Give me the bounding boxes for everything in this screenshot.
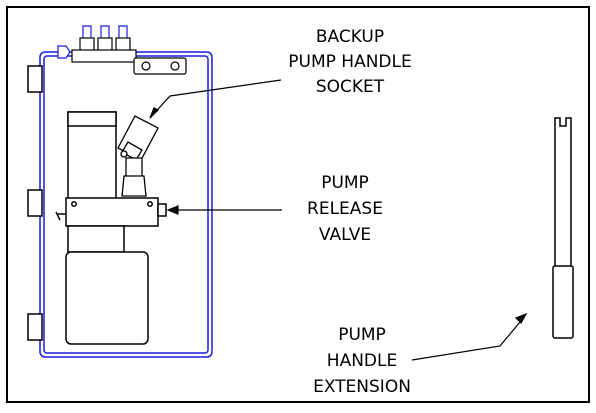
label-backup-socket-line3: SOCKET — [316, 77, 385, 97]
mounting-tabs — [27, 65, 43, 341]
extension-shaft — [554, 117, 572, 269]
label-release-valve-line2: RELEASE — [307, 199, 383, 219]
label-release-valve-line1: PUMP — [321, 173, 369, 193]
label-handle-extension-line1: PUMP — [338, 325, 386, 345]
arrow-release-valve — [166, 205, 179, 215]
reservoir-tank — [65, 225, 149, 345]
mounting-tab-middle — [27, 189, 43, 217]
pump-motor — [67, 111, 117, 203]
label-handle-extension-line3: EXTENSION — [313, 377, 411, 397]
drawing-border — [6, 6, 590, 403]
bracket-screw-left — [141, 61, 151, 71]
arrow-backup-socket — [149, 107, 160, 119]
tank-neck — [67, 225, 125, 253]
motor-cap — [67, 111, 117, 127]
label-backup-socket-line1: BACKUP — [316, 27, 384, 47]
mounting-tab-bottom — [27, 313, 43, 341]
tank-body — [65, 251, 149, 345]
valve-block — [55, 197, 167, 227]
leader-backup-socket — [149, 79, 282, 119]
leader-lines — [149, 79, 528, 361]
label-handle-extension-line2: HANDLE — [327, 351, 397, 371]
bracket — [133, 57, 187, 75]
arrow-handle-extension — [514, 312, 528, 324]
label-backup-socket-line2: PUMP HANDLE — [288, 52, 411, 72]
pump-handle-extension — [552, 117, 574, 339]
label-release-valve-line3: VALVE — [319, 225, 371, 245]
socket-nut — [121, 175, 147, 197]
release-valve-knob — [157, 203, 167, 217]
top-fittings — [57, 25, 137, 63]
mounting-tab-top — [27, 65, 43, 93]
fitting-manifold — [71, 49, 137, 63]
backup-pump-handle-socket — [117, 115, 159, 197]
label-release-valve: PUMP RELEASE VALVE — [307, 173, 383, 245]
bracket-screw-right — [170, 61, 180, 71]
valve-block-body — [65, 197, 159, 227]
leader-handle-extension — [411, 321, 521, 361]
label-handle-extension: PUMP HANDLE EXTENSION — [313, 325, 411, 397]
extension-grip — [552, 265, 574, 339]
label-backup-socket: BACKUP PUMP HANDLE SOCKET — [288, 27, 411, 97]
